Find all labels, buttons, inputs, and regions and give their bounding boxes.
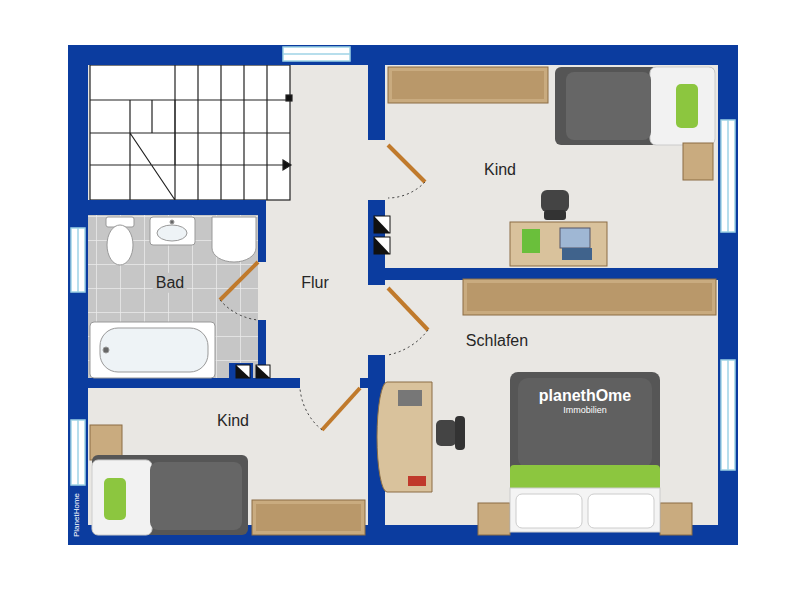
bedroom-furniture [377,279,716,535]
room-name: Kind [214,411,252,431]
bath-tiles [88,215,258,378]
room-name: Schlafen [463,331,531,351]
logo-text: planethOme [539,387,631,405]
room-name: Flur [298,273,332,293]
credit-text: PlanetHome [73,493,82,537]
floor [68,45,738,545]
room-area: Kind [385,65,718,268]
room-area: Flur [266,200,368,378]
room-name: Bad [153,273,187,293]
room-name: Kind [481,160,519,180]
room-area: Kind [88,388,368,525]
logo-text: Immobilien [563,406,607,416]
bath-fixtures [90,217,256,378]
kids-room-furniture [90,425,365,535]
staircase [90,65,292,200]
kids-room-furniture [388,67,715,266]
walls [68,45,738,545]
room-area: Bad [88,215,258,378]
